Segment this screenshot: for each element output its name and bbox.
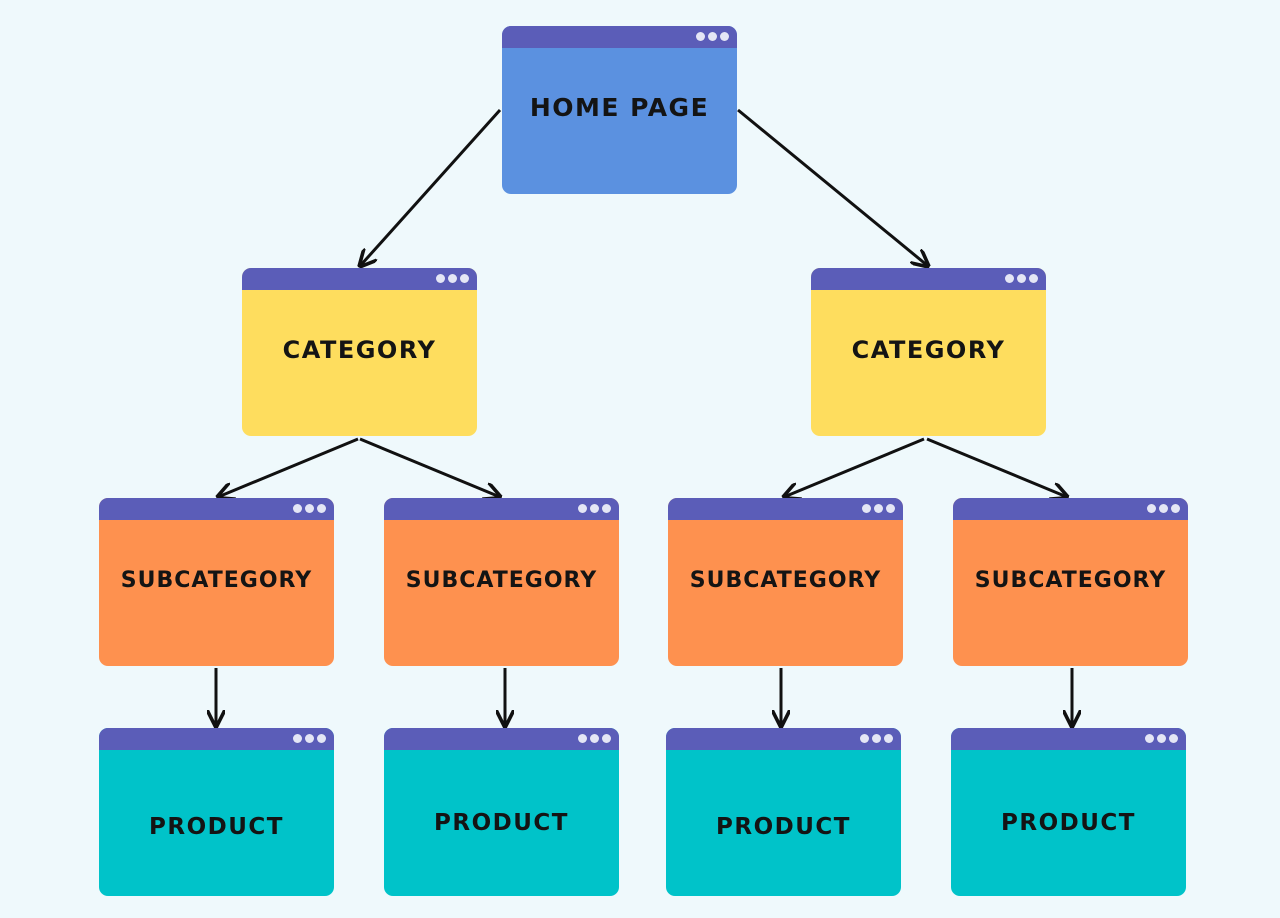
window-titlebar <box>99 498 334 520</box>
product-node-1: PRODUCT <box>99 728 334 896</box>
node-label: PRODUCT <box>149 814 284 840</box>
window-dots-icon <box>862 504 895 514</box>
node-label: SUBCATEGORY <box>974 568 1167 593</box>
window-dots-icon <box>436 274 469 284</box>
node-label: PRODUCT <box>716 814 851 840</box>
window-dots-icon <box>1147 504 1180 514</box>
window-dots-icon <box>578 734 611 744</box>
window-titlebar <box>502 26 737 48</box>
node-label: CATEGORY <box>282 336 437 364</box>
arrow-category-left-to-subcategory-2 <box>359 437 500 497</box>
window-dots-icon <box>1145 734 1178 744</box>
product-node-4: PRODUCT <box>951 728 1186 896</box>
window-dots-icon <box>1005 274 1038 284</box>
product-node-2: PRODUCT <box>384 728 619 896</box>
arrow-category-right-to-subcategory-4 <box>926 437 1067 497</box>
node-label: SUBCATEGORY <box>405 568 598 593</box>
window-titlebar <box>384 728 619 750</box>
window-dots-icon <box>696 32 729 42</box>
arrow-home-to-category-right <box>737 108 928 266</box>
category-node-right: CATEGORY <box>811 268 1046 436</box>
node-label: PRODUCT <box>434 810 569 836</box>
home-page-node: HOME PAGE <box>502 26 737 194</box>
subcategory-node-4: SUBCATEGORY <box>953 498 1188 666</box>
window-dots-icon <box>578 504 611 514</box>
window-dots-icon <box>293 504 326 514</box>
window-titlebar <box>953 498 1188 520</box>
subcategory-node-3: SUBCATEGORY <box>668 498 903 666</box>
node-label: SUBCATEGORY <box>689 568 882 593</box>
subcategory-node-2: SUBCATEGORY <box>384 498 619 666</box>
node-label: PRODUCT <box>1001 810 1136 836</box>
category-node-left: CATEGORY <box>242 268 477 436</box>
product-node-3: PRODUCT <box>666 728 901 896</box>
subcategory-node-1: SUBCATEGORY <box>99 498 334 666</box>
window-titlebar <box>242 268 477 290</box>
arrow-home-to-category-left <box>360 108 502 266</box>
window-titlebar <box>99 728 334 750</box>
window-dots-icon <box>860 734 893 744</box>
window-titlebar <box>951 728 1186 750</box>
window-dots-icon <box>293 734 326 744</box>
node-label: SUBCATEGORY <box>120 568 313 593</box>
window-titlebar <box>668 498 903 520</box>
window-titlebar <box>666 728 901 750</box>
window-titlebar <box>384 498 619 520</box>
arrow-category-right-to-subcategory-3 <box>784 437 925 497</box>
window-titlebar <box>811 268 1046 290</box>
arrow-category-left-to-subcategory-1 <box>218 437 359 497</box>
node-label: HOME PAGE <box>529 93 710 122</box>
node-label: CATEGORY <box>851 336 1006 364</box>
